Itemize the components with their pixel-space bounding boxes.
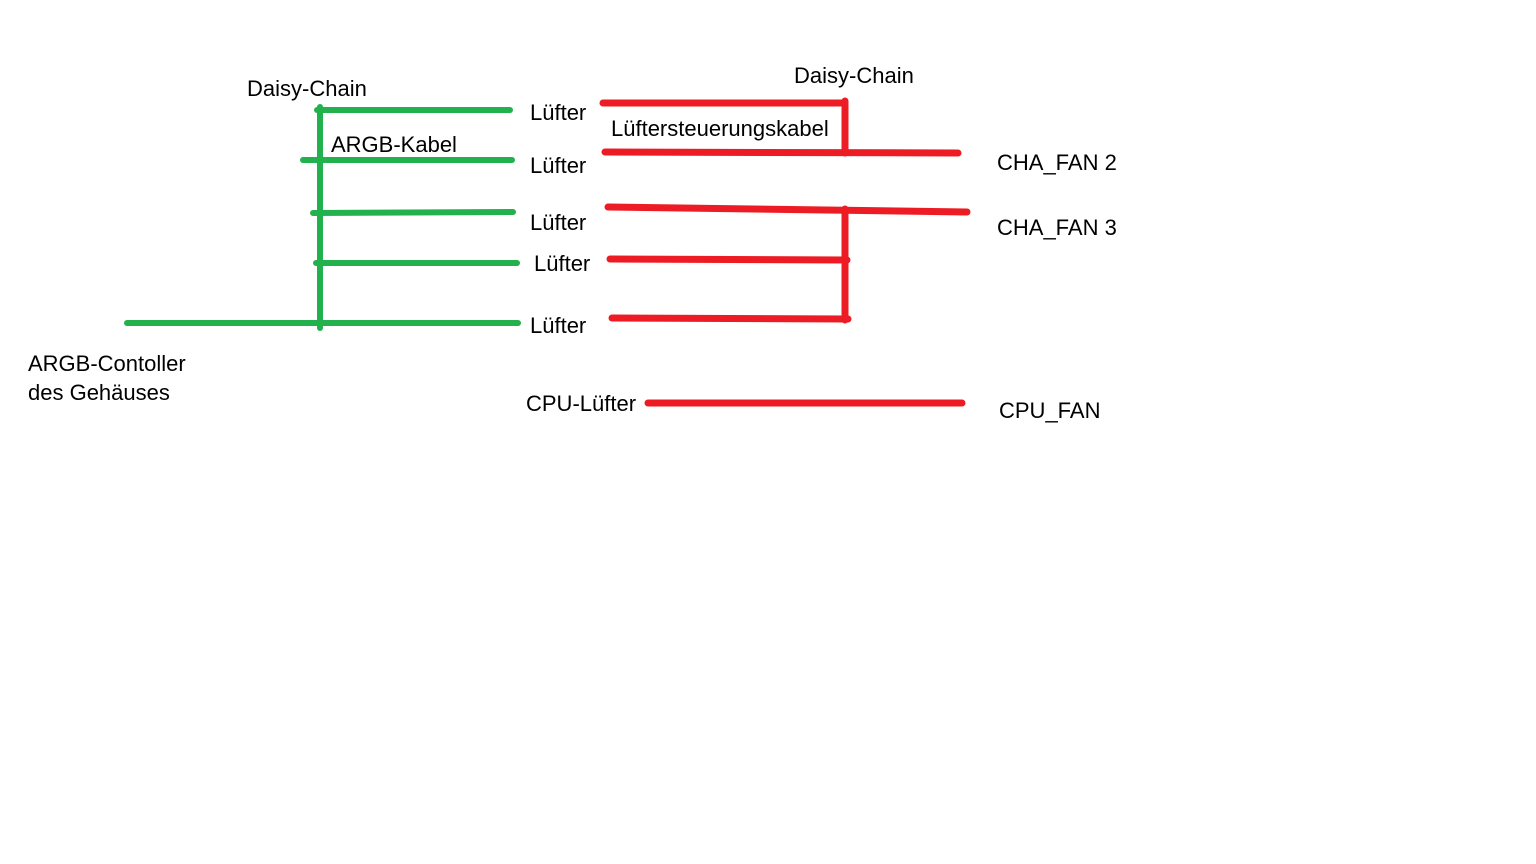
cpu-fan-port-label: CPU_FAN (999, 398, 1101, 423)
fan-4-label: Lüfter (534, 251, 591, 276)
fan-2-label: Lüfter (530, 153, 587, 178)
fan-cha3-line-wire (604, 203, 971, 216)
cpu-fan-label: CPU-Lüfter (526, 391, 637, 416)
cha-fan-3-port-label: CHA_FAN 3 (997, 215, 1117, 240)
fan-mid-branch-wire (606, 255, 851, 264)
red-daisy-chain-label: Daisy-Chain (794, 63, 914, 88)
fan-cha2-line-wire (601, 148, 962, 157)
green-daisy-chain-label: Daisy-Chain (247, 76, 367, 101)
fan-1-label: Lüfter (530, 100, 587, 125)
fan-bottom-branch-wire (608, 314, 852, 323)
argb-branch-3-wire (310, 209, 516, 216)
fan-3-label: Lüfter (530, 210, 587, 235)
argb-controller-label: ARGB-Contoller des Gehäuses (28, 351, 186, 405)
fan-5-label: Lüfter (530, 313, 587, 338)
cha-fan-2-port-label: CHA_FAN 2 (997, 150, 1117, 175)
argb-kabel-label: ARGB-Kabel (331, 132, 457, 157)
luftersteuerungskabel-label: Lüftersteuerungskabel (611, 116, 829, 141)
